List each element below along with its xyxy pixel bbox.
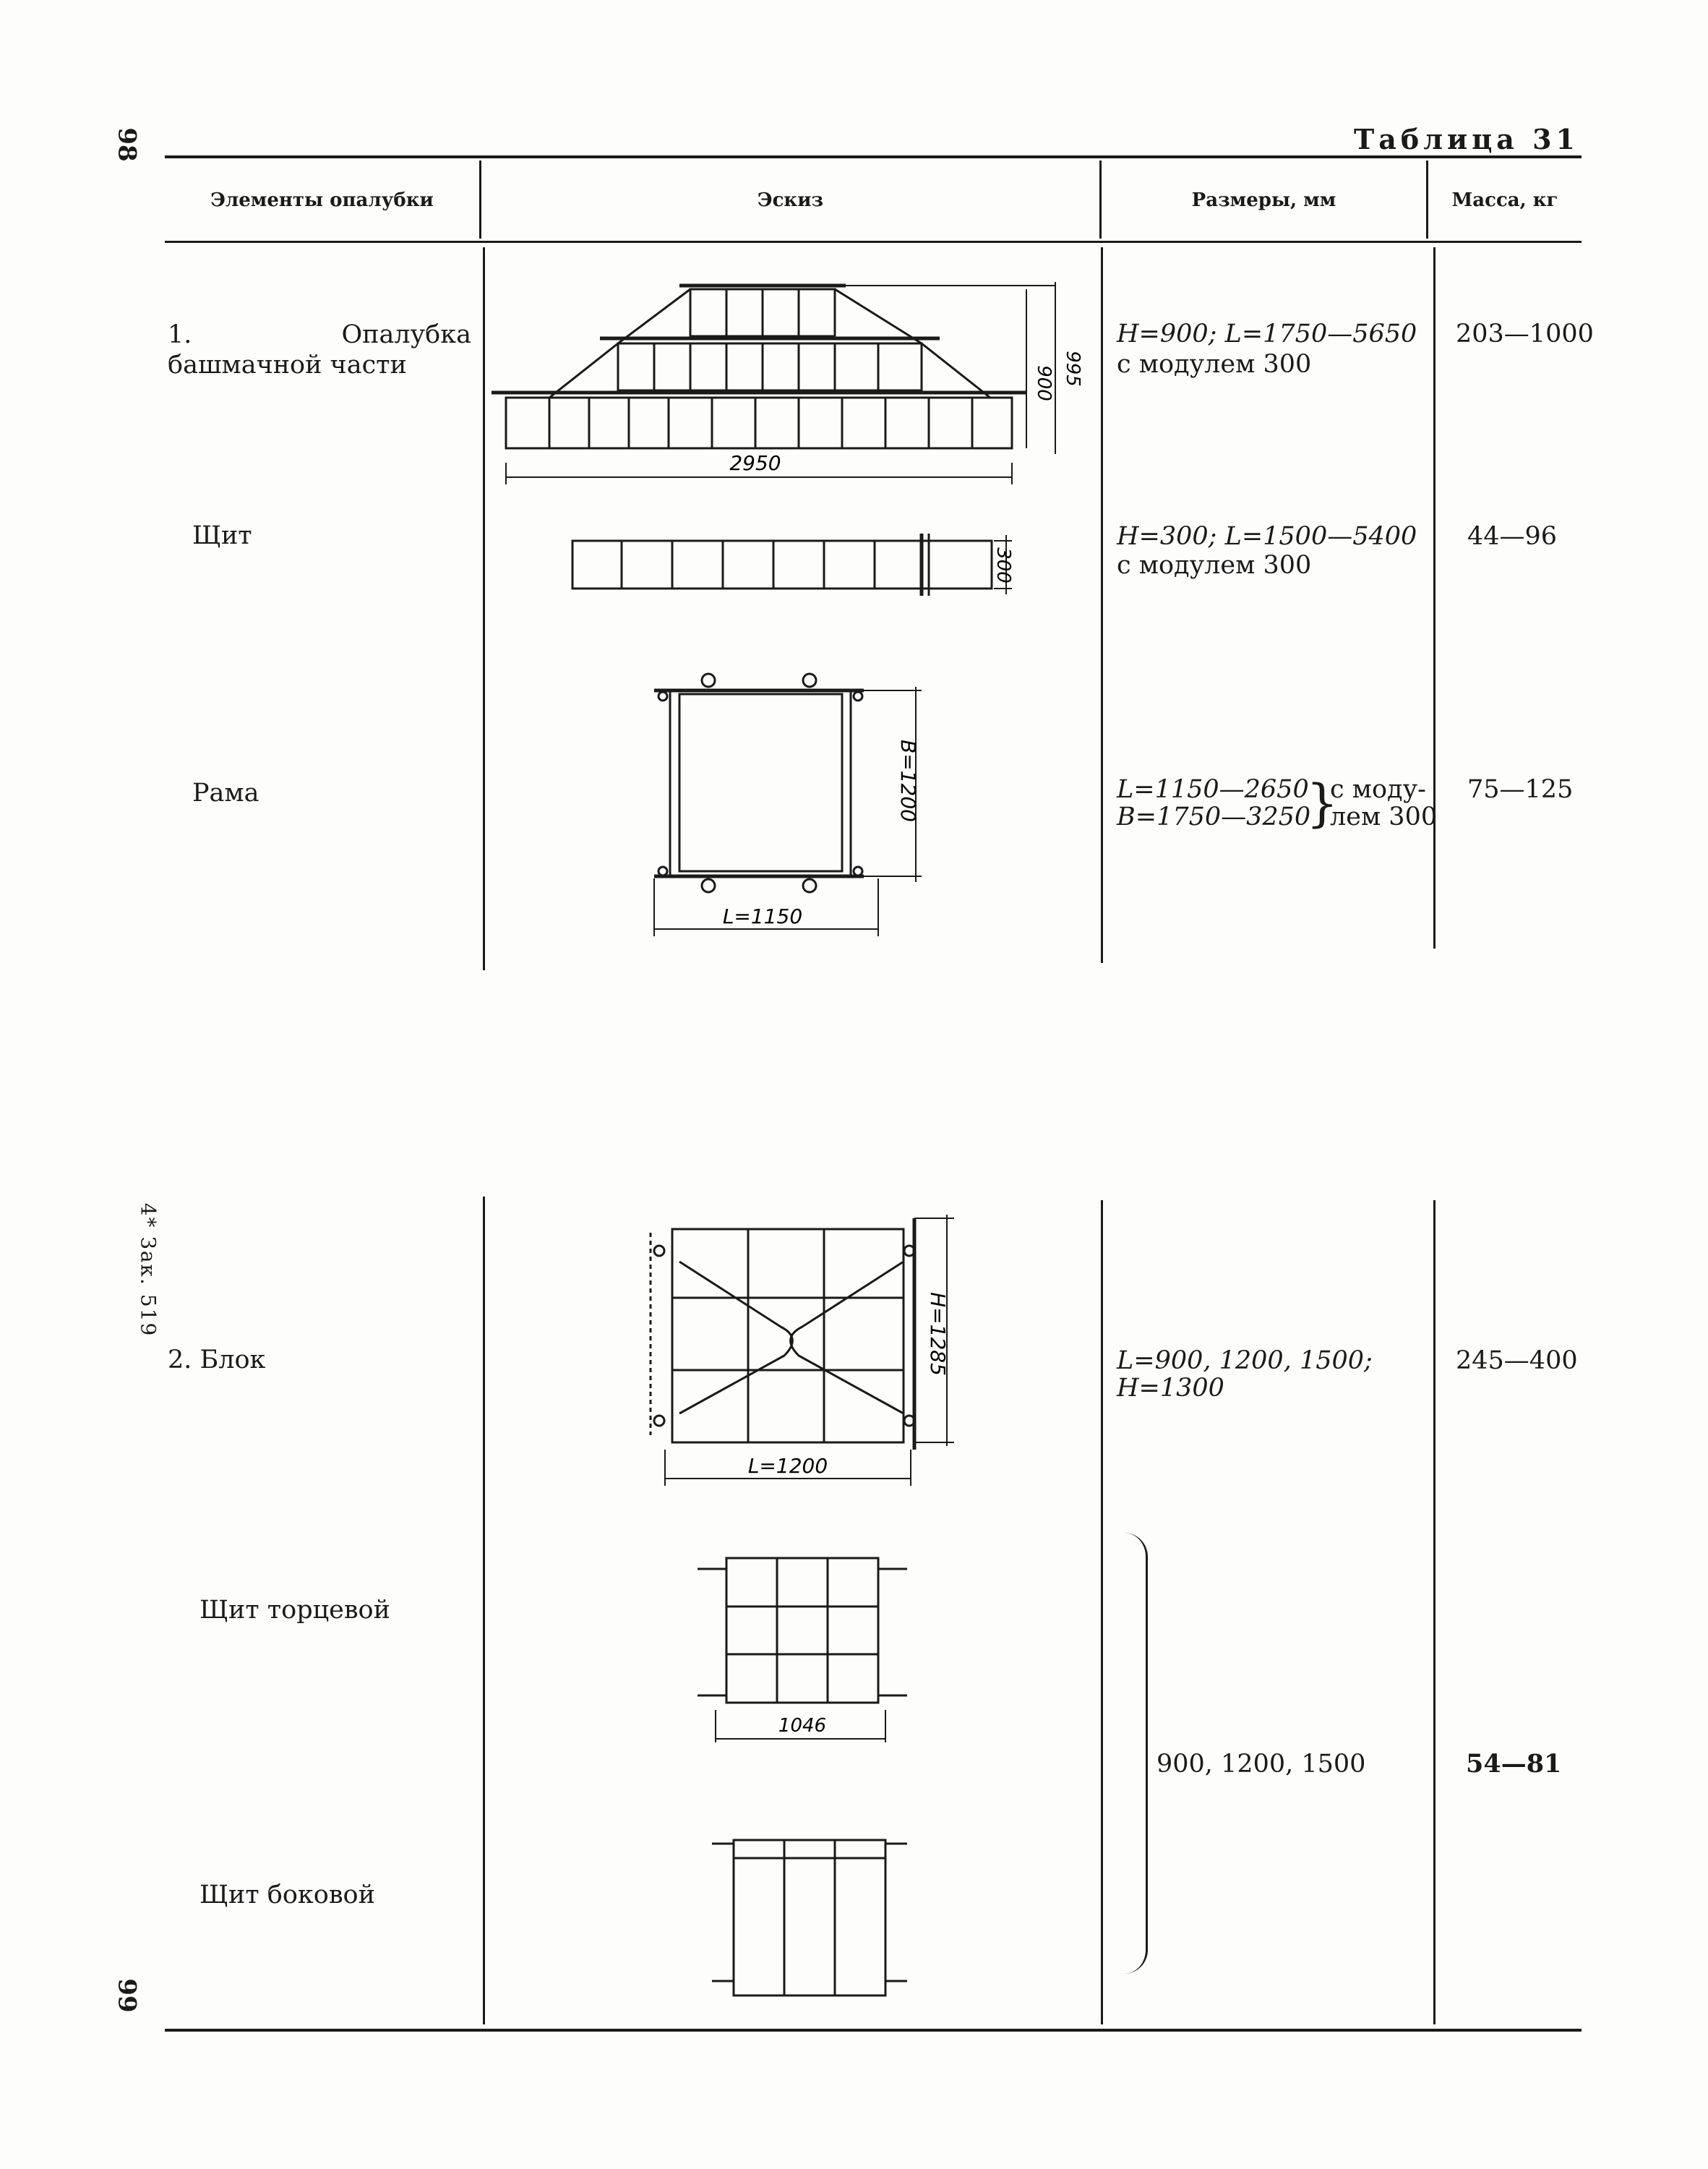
row3-brace-text-1: с моду- <box>1330 775 1426 804</box>
body-divider-3a <box>1433 247 1436 949</box>
header-divider-2 <box>1099 161 1102 239</box>
row6-element: Щит боковой <box>199 1881 375 1909</box>
header-sketch: Эскиз <box>757 189 824 211</box>
body-divider-2a <box>1101 247 1103 963</box>
row4-dims-1: L=900, 1200, 1500; <box>1117 1346 1373 1375</box>
row1-mass: 203—1000 <box>1456 320 1594 348</box>
page-number-bottom: 99 <box>112 1978 142 2013</box>
body-divider-1b <box>483 1197 485 2024</box>
row6-sketch <box>712 1839 907 1997</box>
body-divider-3b <box>1433 1200 1436 2024</box>
row4-dims-2: H=1300 <box>1117 1374 1224 1403</box>
row1-sketch: 2950 900 995 <box>492 282 1083 484</box>
row4-height-label: H=1285 <box>926 1292 950 1376</box>
body-divider-2b <box>1101 1200 1103 2024</box>
row3-element: Рама <box>192 779 259 808</box>
group-dimensions: 900, 1200, 1500 <box>1156 1750 1366 1779</box>
page-number-top: 98 <box>112 127 142 162</box>
row1-dims-2: с модулем 300 <box>1117 350 1312 379</box>
row5-width-label: 1046 <box>778 1715 826 1737</box>
row2-sketch: 300 <box>571 534 1014 596</box>
row5-sketch: 1046 <box>698 1557 907 1742</box>
row5-element: Щит торцевой <box>199 1596 390 1625</box>
row3-brace-text-2: лем 300 <box>1330 803 1438 831</box>
header-divider-1 <box>479 161 481 239</box>
row3-height-label: B=1200 <box>896 740 920 822</box>
header-elements: Элементы опалубки <box>210 189 434 211</box>
row1-height-inner-label: 900 <box>1033 365 1055 401</box>
row4-element: 2. Блок <box>168 1346 266 1374</box>
row2-dims-2: с модулем 300 <box>1117 551 1312 580</box>
row1-width-label: 2950 <box>729 451 781 475</box>
row3-mass: 75—125 <box>1467 775 1574 804</box>
header-dimensions: Размеры, мм <box>1191 189 1336 211</box>
row3-brace: } <box>1306 774 1339 833</box>
row1-height-outer-label: 995 <box>1062 351 1083 387</box>
group-mass: 54—81 <box>1466 1749 1562 1779</box>
row3-width-label: L=1150 <box>723 904 802 928</box>
row4-sketch: L=1200 H=1285 <box>649 1215 954 1486</box>
row1-dims-1: H=900; L=1750—5650 <box>1117 320 1417 348</box>
table-bottom-rule <box>165 2029 1582 2032</box>
row1-element: 1. Опалубка башмачной части <box>168 320 471 380</box>
table-top-rule <box>165 155 1582 158</box>
row2-height-label: 300 <box>992 547 1014 583</box>
table-title: Таблица 31 <box>1353 123 1579 155</box>
row2-mass: 44—96 <box>1467 522 1558 551</box>
row4-width-label: L=1200 <box>748 1454 828 1478</box>
row3-sketch: L=1150 B=1200 <box>653 672 922 936</box>
row3-dims-1: L=1150—2650 <box>1117 775 1309 804</box>
table-header-rule <box>165 241 1582 243</box>
row4-mass: 245—400 <box>1456 1346 1578 1375</box>
row3-dims-2: B=1750—3250 <box>1117 803 1311 831</box>
row2-element: Щит <box>192 521 252 550</box>
side-note: 4* Зак. 519 <box>136 1202 160 1338</box>
body-divider-1a <box>483 247 485 970</box>
group-brace <box>1124 1533 1148 1974</box>
header-divider-3 <box>1426 161 1428 239</box>
header-mass: Масса, кг <box>1451 189 1558 211</box>
row2-dims-1: H=300; L=1500—5400 <box>1117 522 1417 551</box>
